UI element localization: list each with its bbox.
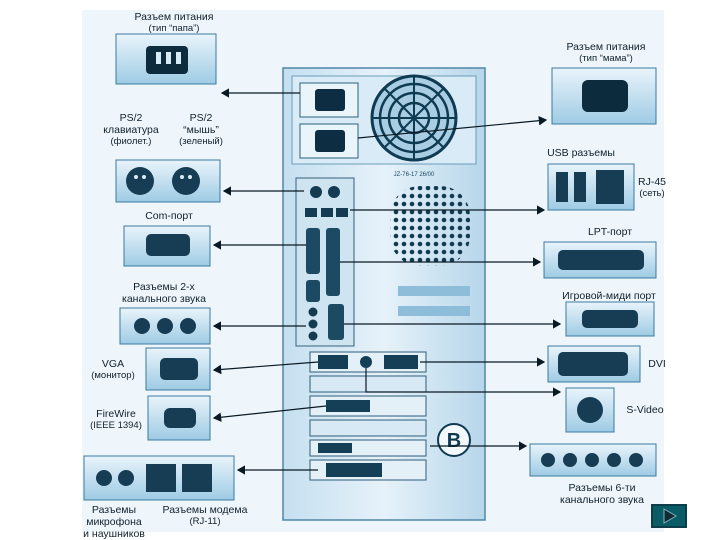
- label-audio-6ch: Разъемы 6-ти канального звука: [548, 482, 656, 506]
- label-ps2-mouse-line2: “мышь”: [168, 124, 234, 136]
- tile-power-female: [552, 68, 656, 124]
- tile-power-male: [116, 34, 216, 84]
- label-power-papa-title: Разъем питания: [118, 11, 230, 23]
- label-svideo: S-Video: [620, 404, 670, 416]
- label-mic-line1: Разъемы: [76, 504, 152, 516]
- usb-ports-case: [305, 208, 348, 217]
- label-modem: Разъемы модема (RJ-11): [156, 504, 254, 528]
- label-audio-6ch-line2: канального звука: [548, 494, 656, 506]
- com-port-case: [306, 228, 320, 274]
- label-audio-2ch-line1: Разъемы 2-х: [104, 281, 224, 293]
- expansion-slots: [310, 352, 426, 480]
- label-ps2-mouse-sub: (зеленый): [168, 136, 234, 148]
- tile-usb-rj45: [548, 164, 634, 210]
- label-mic-headphones: Разъемы микрофона и наушников: [76, 504, 152, 540]
- label-firewire-title: FireWire: [86, 408, 146, 420]
- label-dvi: DVI: [642, 358, 672, 370]
- label-lpt-port: LPT-порт: [560, 226, 660, 238]
- label-rj45-title: RJ-45: [630, 176, 674, 188]
- label-ps2-keyboard-title: PS/2: [98, 112, 164, 124]
- psu-connector-female: [300, 124, 358, 158]
- tile-audio6: [530, 444, 656, 476]
- label-rj45: RJ-45 (сеть): [630, 176, 674, 200]
- tile-mic-modem: [84, 456, 234, 500]
- next-slide-button[interactable]: [651, 504, 687, 528]
- label-power-papa-sub: (тип “папа”): [118, 23, 230, 35]
- label-com-port: Com-порт: [124, 210, 214, 222]
- label-power-mama-title: Разъем питания: [546, 41, 666, 53]
- psu-connector-male: [300, 83, 358, 117]
- tile-ps2: [116, 160, 220, 202]
- tile-dvi: [548, 346, 640, 382]
- tile-com: [124, 226, 210, 266]
- psu-fan: [372, 76, 456, 160]
- label-usb: USB разъемы: [536, 147, 626, 159]
- case-code-text: JZ-76-17 26/00: [394, 172, 435, 178]
- label-modem-line1: Разъемы модема: [156, 504, 254, 516]
- label-ps2-keyboard-line2: клавиатура: [98, 124, 164, 136]
- game-port-case: [328, 304, 344, 340]
- case-vent-grid: [390, 186, 470, 266]
- play-next-icon: [653, 506, 685, 526]
- label-power-papa: Разъем питания (тип “папа”): [118, 11, 230, 35]
- label-audio-6ch-line1: Разъемы 6-ти: [548, 482, 656, 494]
- label-mic-line3: и наушников: [76, 528, 152, 540]
- lpt-port-case: [326, 228, 340, 296]
- tile-audio2: [120, 308, 210, 344]
- label-ps2-keyboard-sub: (фиолет.): [98, 136, 164, 148]
- label-ps2-mouse-title: PS/2: [168, 112, 234, 124]
- label-game-midi: Игровой-миди порт: [550, 290, 668, 302]
- tile-lpt: [544, 242, 656, 278]
- label-rj45-sub: (сеть): [630, 188, 674, 200]
- label-ps2-keyboard: PS/2 клавиатура (фиолет.): [98, 112, 164, 148]
- label-mic-line2: микрофона: [76, 516, 152, 528]
- case-logo-badge: B: [438, 424, 470, 456]
- label-firewire: FireWire (IEEE 1394): [86, 408, 146, 432]
- tile-game-midi: [566, 302, 654, 336]
- case-logo-letter: B: [447, 430, 461, 452]
- label-audio-2ch: Разъемы 2-х канального звука: [104, 281, 224, 305]
- label-modem-sub: (RJ-11): [156, 516, 254, 528]
- audio-jacks-case: [309, 308, 318, 341]
- label-audio-2ch-line2: канального звука: [104, 293, 224, 305]
- label-power-mama: Разъем питания (тип “мама”): [546, 41, 666, 65]
- label-power-mama-sub: (тип “мама”): [546, 53, 666, 65]
- tile-vga: [146, 348, 210, 390]
- tile-svideo: [566, 388, 614, 432]
- label-vga-sub: (монитор): [84, 370, 142, 382]
- tile-firewire: [148, 396, 210, 440]
- label-ps2-mouse: PS/2 “мышь” (зеленый): [168, 112, 234, 148]
- label-vga: VGA (монитор): [84, 358, 142, 382]
- label-firewire-sub: (IEEE 1394): [86, 420, 146, 432]
- label-vga-title: VGA: [84, 358, 142, 370]
